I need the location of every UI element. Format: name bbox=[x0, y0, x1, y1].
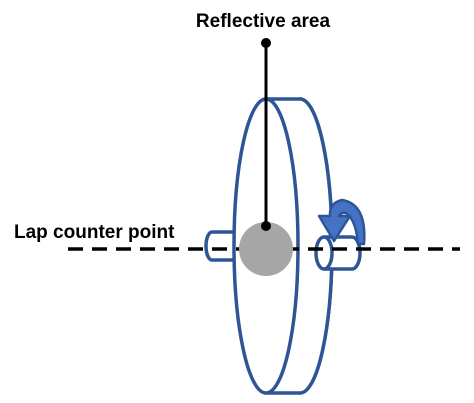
right-axle-stub bbox=[324, 235, 362, 271]
curved-rotation-arrow-icon bbox=[317, 198, 366, 246]
leader-line-bottom-dot bbox=[261, 221, 271, 231]
right-axle-stub-end bbox=[314, 235, 334, 271]
reflective-area-label: Reflective area bbox=[196, 11, 331, 32]
lap-counter-point-label: Lap counter point bbox=[14, 222, 175, 243]
reflective-area-spot bbox=[239, 222, 293, 276]
leader-line-top-dot bbox=[261, 38, 271, 48]
